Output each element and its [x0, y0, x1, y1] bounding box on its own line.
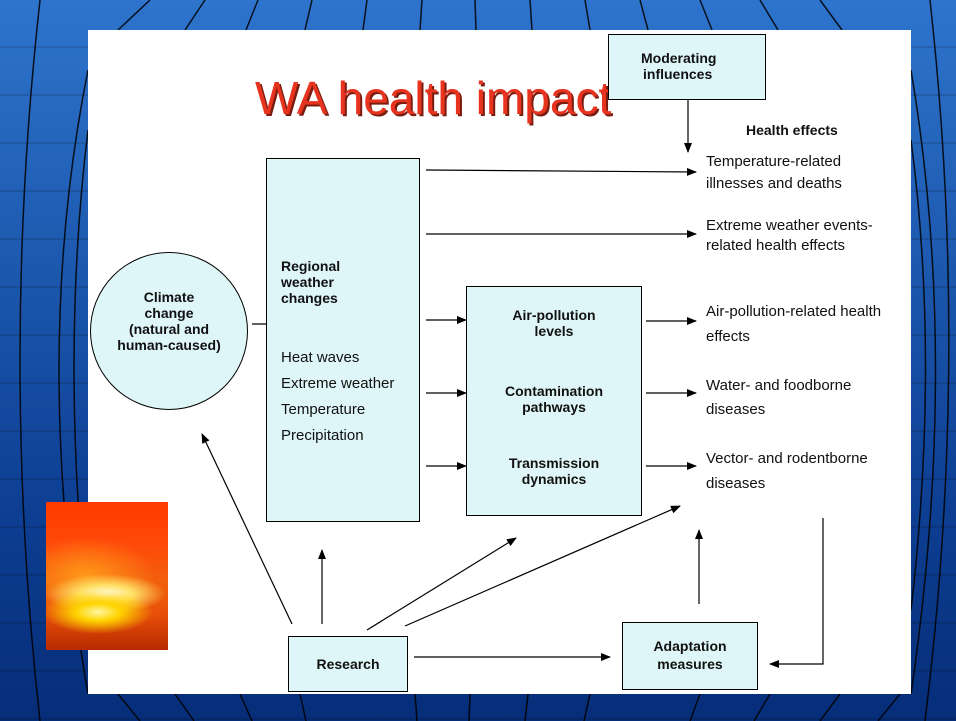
regional-label-line3: changes — [281, 290, 338, 306]
arrow-research-to-pathways — [366, 537, 517, 631]
pathways-box — [466, 286, 642, 516]
arrow-regional-to-temperature-effects — [425, 167, 697, 176]
regional-weather-box — [266, 158, 420, 522]
regional-item: Heat waves — [281, 349, 360, 366]
regional-item: Extreme weather — [281, 375, 395, 392]
health-effects-header: Health effects — [746, 122, 838, 138]
effect-extreme-line2: related health effects — [706, 237, 845, 254]
regional-label-line2: weather — [281, 274, 334, 290]
effect-water-line2: diseases — [706, 401, 766, 418]
effect-extreme-line1: Extreme weather events- — [706, 217, 873, 234]
regional-item: Precipitation — [281, 427, 364, 444]
effect-water-line1: Water- and foodborne — [706, 377, 852, 394]
effect-air-pollution-line2: effects — [706, 328, 750, 345]
climate-label-line1: Climate — [143, 289, 195, 305]
effect-air-pollution-line1: Air-pollution-related health — [706, 303, 882, 320]
climate-label-line2: change — [144, 305, 194, 321]
moderating-influences-box — [608, 34, 766, 100]
regional-item: Temperature — [281, 401, 366, 418]
contamination-label-line2: pathways — [522, 399, 586, 415]
transmission-label-line2: dynamics — [521, 471, 587, 487]
effect-temperature-line2: illnesses and deaths — [706, 175, 842, 192]
effect-vector-line1: Vector- and rodentborne — [706, 450, 868, 467]
arrow-research-to-climate — [201, 433, 293, 625]
air-pollution-label-line1: Air-pollution — [512, 307, 596, 323]
climate-change-circle — [90, 252, 248, 410]
effect-temperature-line1: Temperature-related — [706, 153, 842, 170]
effect-vector-line2: diseases — [706, 475, 766, 492]
moderating-label-line1: Moderating — [641, 50, 717, 66]
heat-photo — [46, 502, 168, 650]
transmission-label-line1: Transmission — [508, 455, 600, 471]
climate-label-line3: (natural and — [128, 321, 210, 337]
arrow-research-to-effects — [404, 505, 681, 627]
research-box — [288, 636, 408, 692]
arrow-effects-to-adaptation — [769, 518, 824, 668]
research-label: Research — [316, 656, 380, 672]
regional-label-line1: Regional — [281, 258, 341, 274]
climate-label-line4: human-caused) — [117, 337, 221, 353]
adaptation-box — [622, 622, 758, 690]
slide-title: WA health impact — [255, 72, 612, 124]
moderating-label-line2: influences — [643, 66, 713, 82]
air-pollution-label-line2: levels — [534, 323, 574, 339]
contamination-label-line1: Contamination — [505, 383, 603, 399]
adaptation-label-line2: measures — [657, 656, 723, 672]
adaptation-label-line1: Adaptation — [653, 638, 727, 654]
